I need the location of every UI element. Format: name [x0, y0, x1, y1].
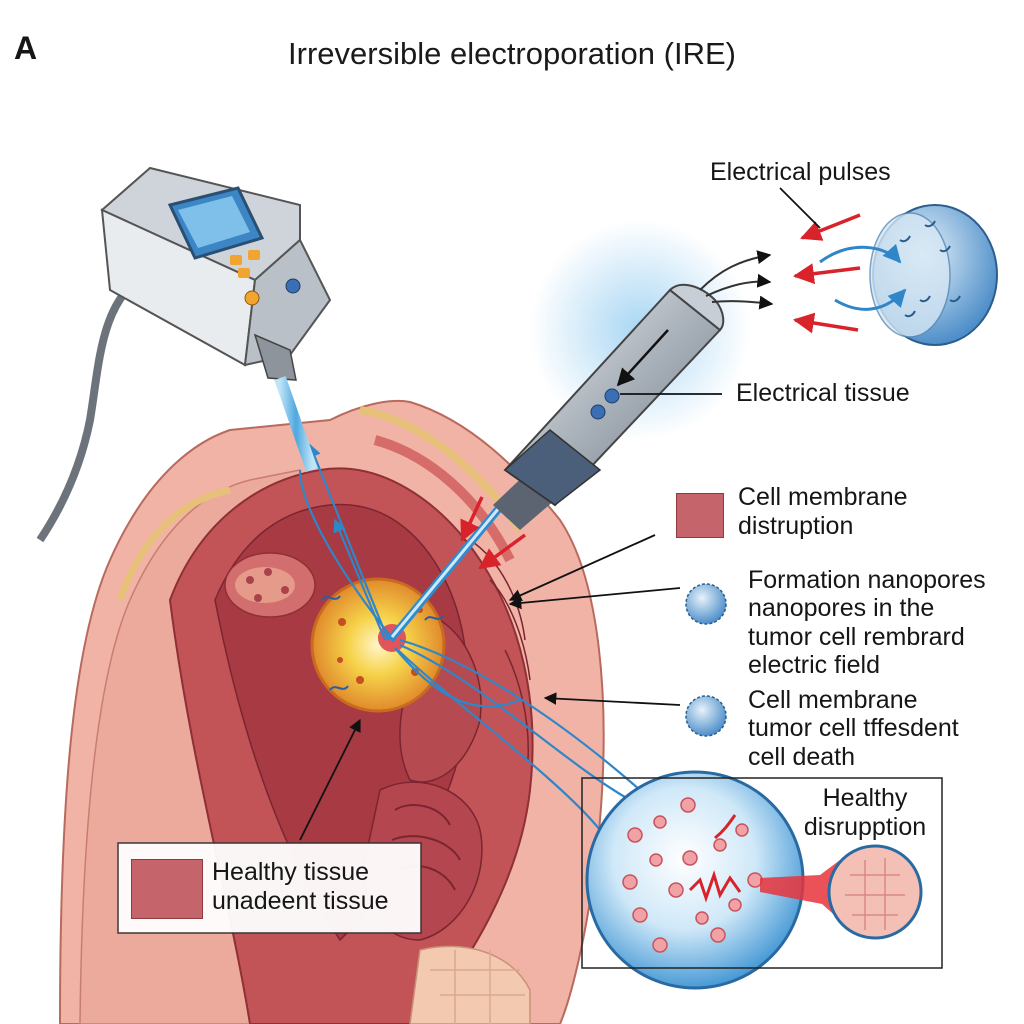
- label-electrical-pulses: Electrical pulses: [710, 158, 891, 186]
- legend-swatch: [131, 859, 203, 919]
- magnified-box: [581, 777, 943, 969]
- membrane-disruption-swatch: [676, 493, 724, 538]
- label-membrane-disruption: Cell membrane distruption: [738, 483, 908, 540]
- leader-lines: [299, 187, 821, 841]
- ire-generator-device: [36, 166, 332, 543]
- label-formation-nanopores: Formation nanopores nanopores in the tum…: [748, 566, 986, 679]
- label-electrical-tissue: Electrical tissue: [736, 379, 910, 407]
- pulse-arrows: [460, 213, 861, 570]
- page-title: Irreversible electroporation (IRE): [288, 36, 736, 71]
- nanopore-cell-icon: [685, 583, 727, 625]
- cell-death-icon: [685, 695, 727, 737]
- tumor-cell-illustration: [819, 204, 998, 346]
- electrode-probe: [386, 250, 774, 643]
- panel-label: A: [14, 30, 38, 66]
- label-healthy-disrupption: Healthy disrupption: [803, 784, 927, 841]
- magnified-cell-view: [585, 770, 923, 990]
- legend-healthy-tissue: Healthy tissue unadeent tissue: [212, 858, 389, 915]
- label-cell-death: Cell membrane tumor cell tffesdent cell …: [748, 686, 959, 771]
